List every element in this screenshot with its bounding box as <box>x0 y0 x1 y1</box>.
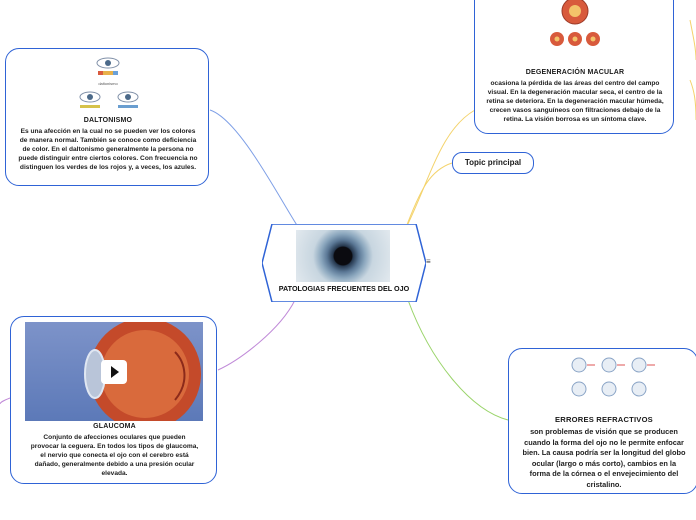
central-title: PATOLOGIAS FRECUENTES DEL OJO <box>278 284 410 293</box>
degeneracion-node[interactable]: DEGENERACIÓN MACULAR ocasiona la pérdida… <box>474 0 674 134</box>
link-glaucoma <box>217 299 296 371</box>
glaucoma-title: GLAUCOMA <box>93 423 136 430</box>
errores-node[interactable]: ERRORES REFRACTIVOS son problemas de vis… <box>508 348 696 494</box>
degeneracion-body: ocasiona la pérdida de las áreas del cen… <box>486 80 664 123</box>
degeneracion-title: DEGENERACIÓN MACULAR <box>525 69 625 76</box>
eye-illustration-icon <box>571 357 655 397</box>
link-right-1 <box>689 19 696 61</box>
eye-cross-section-icon <box>84 322 201 421</box>
errores-title: ERRORES REFRACTIVOS <box>555 415 653 424</box>
link-right-2 <box>689 79 696 121</box>
daltonismo-node[interactable]: daltonismo DALTONISMO Es una afección en… <box>5 48 209 186</box>
link-daltonismo <box>209 109 301 231</box>
glaucoma-body: Conjunto de afecciones oculares que pued… <box>30 434 199 477</box>
eye-illustration-icon <box>79 57 139 108</box>
daltonismo-title: DALTONISMO <box>83 117 133 124</box>
topic-principal-node[interactable]: Topic principal <box>452 152 534 174</box>
play-icon[interactable] <box>101 360 127 384</box>
link-glaucoma-left <box>0 397 11 405</box>
eye-illustration-icon <box>550 0 600 46</box>
link-errores <box>407 299 509 421</box>
daltonismo-image-caption: daltonismo <box>98 81 118 86</box>
link-topic <box>404 162 453 231</box>
errores-body: son problemas de visión que se producen … <box>522 427 686 489</box>
daltonismo-body: Es una afección en la cual no se pueden … <box>18 128 198 171</box>
eye-photo <box>296 230 390 282</box>
menu-icon[interactable]: ≡ <box>426 257 431 266</box>
link-degeneracion <box>404 109 476 231</box>
